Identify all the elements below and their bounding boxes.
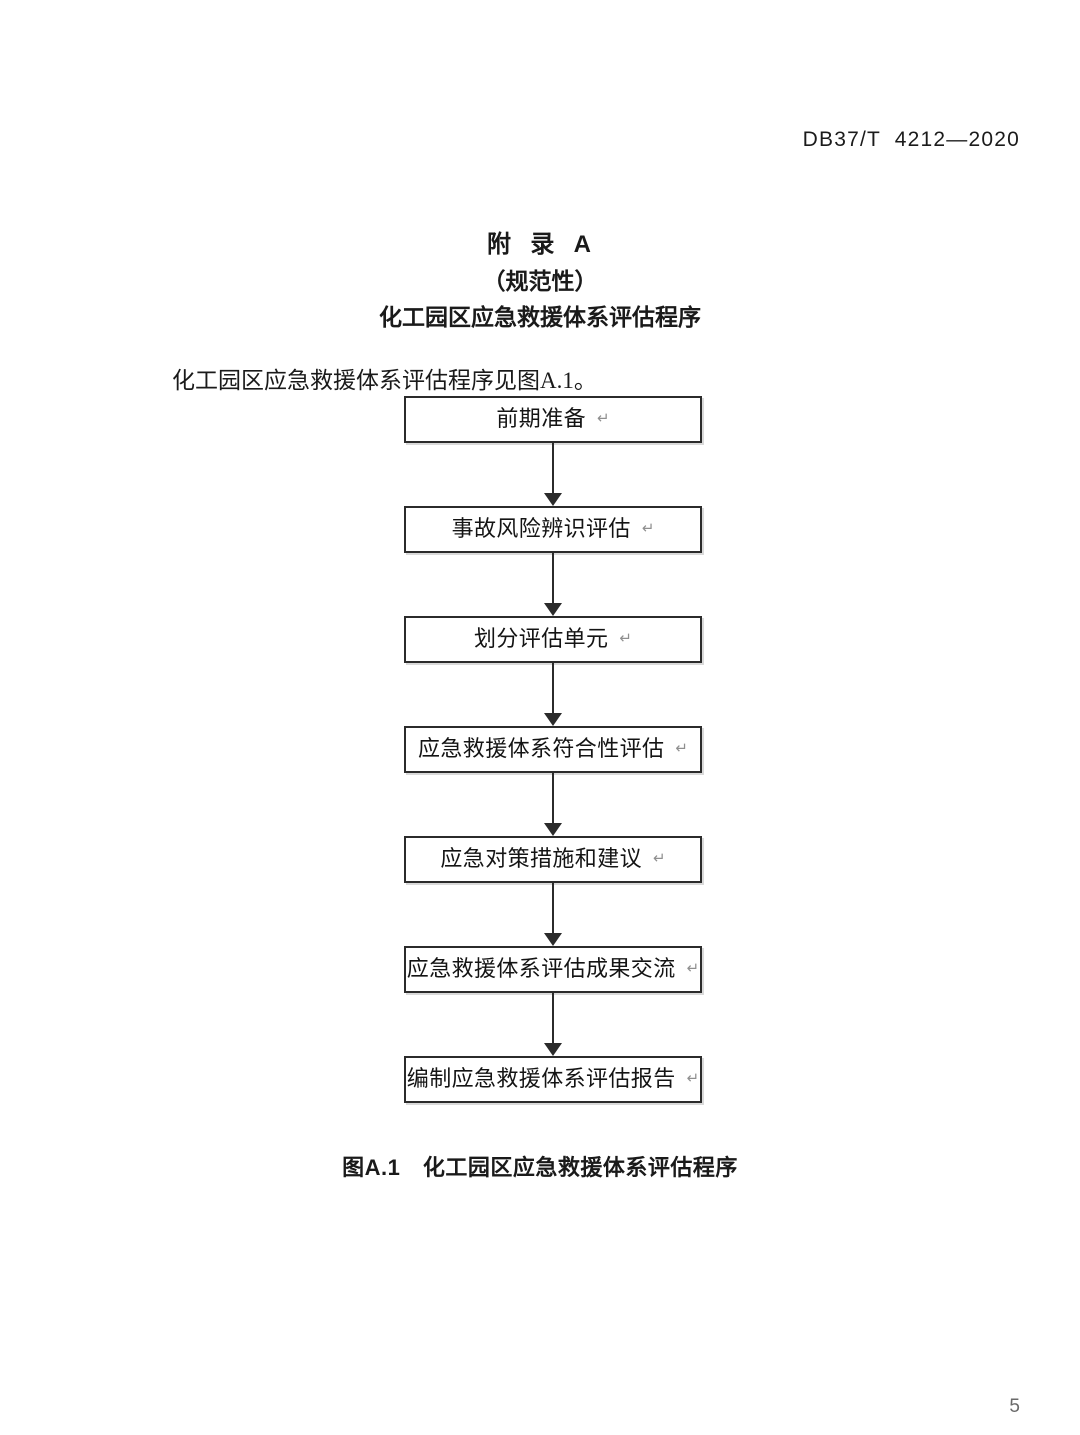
flow-node-label: 前期准备 xyxy=(496,405,587,431)
flow-arrow-4 xyxy=(404,773,702,836)
flow-arrow-3 xyxy=(404,663,702,726)
annex-title-block: 附 录 A （规范性） 化工园区应急救援体系评估程序 xyxy=(0,228,1080,334)
arrow-line xyxy=(552,993,554,1045)
flow-node-label: 应急救援体系符合性评估 xyxy=(418,735,665,761)
arrow-line xyxy=(552,773,554,825)
flow-node-label: 编制应急救援体系评估报告 xyxy=(406,1065,676,1091)
flow-arrow-6 xyxy=(404,993,702,1056)
flow-node-preliminary-preparation: 前期准备 ↵ xyxy=(404,396,702,443)
flow-node-countermeasures-and-suggestions: 应急对策措施和建议 ↵ xyxy=(404,836,702,883)
flow-node-compliance-evaluation: 应急救援体系符合性评估 ↵ xyxy=(404,726,702,773)
annex-kind-normative: （规范性） xyxy=(482,268,598,294)
arrow-head-icon xyxy=(544,933,562,946)
return-mark-icon: ↵ xyxy=(619,628,632,647)
evaluation-procedure-flowchart: 前期准备 ↵ 事故风险辨识评估 ↵ 划分评估单元 ↵ 应急救援体系符合性评估 ↵… xyxy=(404,396,702,1103)
page-number: 5 xyxy=(1009,1396,1020,1417)
arrow-head-icon xyxy=(544,1043,562,1056)
flow-node-divide-assessment-units: 划分评估单元 ↵ xyxy=(404,616,702,663)
arrow-line xyxy=(552,663,554,715)
document-header-standard-number: DB37/T 4212—2020 xyxy=(802,128,1020,151)
intro-paragraph: 化工园区应急救援体系评估程序见图A.1。 xyxy=(172,368,597,393)
flow-node-accident-risk-identification: 事故风险辨识评估 ↵ xyxy=(404,506,702,553)
return-mark-icon: ↵ xyxy=(653,848,666,867)
figure-caption: 图A.1 化工园区应急救援体系评估程序 xyxy=(342,1155,738,1180)
flow-node-label: 划分评估单元 xyxy=(474,625,609,651)
arrow-head-icon xyxy=(544,823,562,836)
arrow-head-icon xyxy=(544,493,562,506)
return-mark-icon: ↵ xyxy=(641,518,655,537)
flow-node-label: 事故风险辨识评估 xyxy=(451,515,631,541)
flow-arrow-1 xyxy=(404,443,702,506)
arrow-head-icon xyxy=(544,603,562,616)
arrow-line xyxy=(552,443,554,495)
flow-node-prepare-evaluation-report: 编制应急救援体系评估报告 ↵ xyxy=(404,1056,702,1103)
flow-arrow-2 xyxy=(404,553,702,616)
flow-node-label: 应急对策措施和建议 xyxy=(440,845,643,871)
arrow-head-icon xyxy=(544,713,562,726)
arrow-line xyxy=(552,883,554,935)
arrow-line xyxy=(552,553,554,605)
return-mark-icon: ↵ xyxy=(686,958,700,977)
flow-node-results-exchange: 应急救援体系评估成果交流 ↵ xyxy=(404,946,702,993)
return-mark-icon: ↵ xyxy=(597,408,610,427)
annex-label: 附 录 A xyxy=(486,231,593,258)
annex-heading: 化工园区应急救援体系评估程序 xyxy=(379,304,701,330)
return-mark-icon: ↵ xyxy=(686,1068,700,1087)
return-mark-icon: ↵ xyxy=(675,738,688,757)
flow-arrow-5 xyxy=(404,883,702,946)
flow-node-label: 应急救援体系评估成果交流 xyxy=(406,955,676,981)
